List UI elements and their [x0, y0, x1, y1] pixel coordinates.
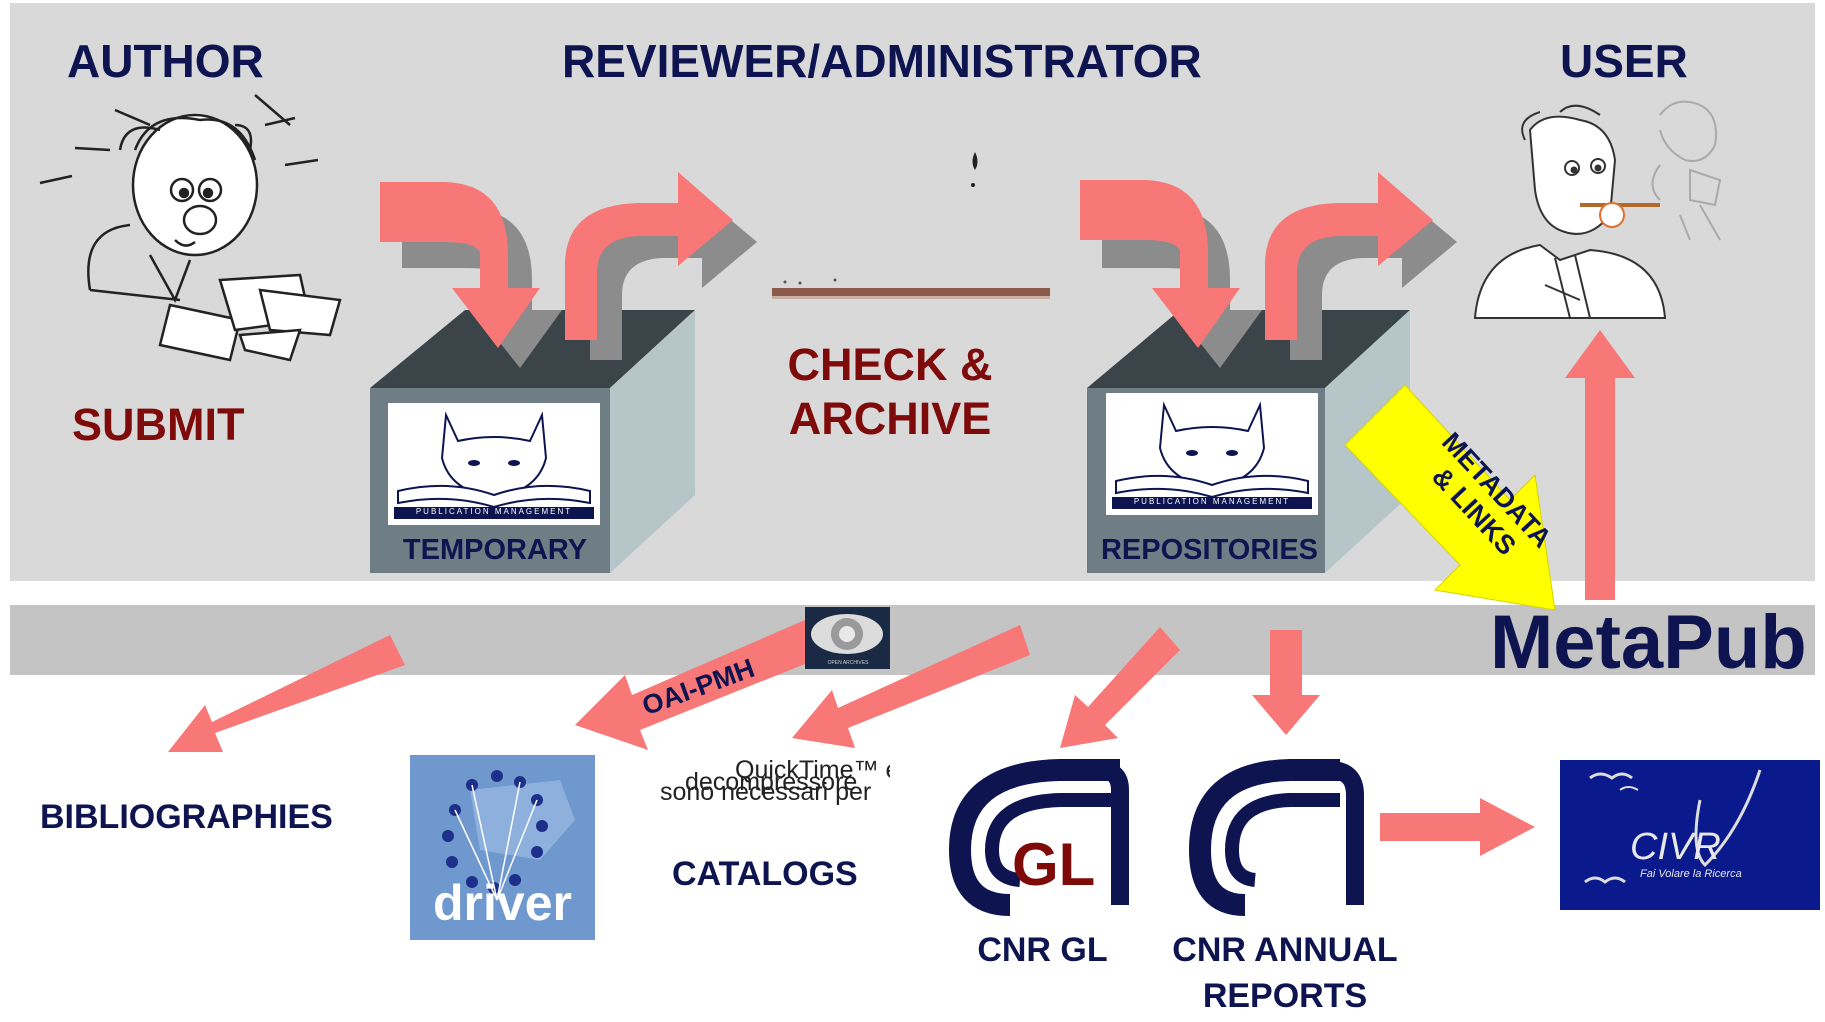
cnr-annual-label: CNR ANNUAL REPORTS: [1150, 928, 1420, 1020]
user-illustration: [1473, 100, 1722, 319]
to-bibliographies-arrow: [168, 635, 405, 752]
check-archive-line2: ARCHIVE: [788, 393, 992, 444]
to-civr-arrow: [1380, 798, 1535, 856]
author-title: AUTHOR: [67, 35, 264, 87]
user-title: USER: [1560, 35, 1688, 87]
oai-pmh-arrow: [575, 620, 815, 750]
to-cnr-annual-arrow: [1252, 630, 1320, 735]
metapub-brand: MetaPub: [1490, 600, 1807, 685]
cnr-annual-line1: CNR ANNUAL: [1172, 931, 1398, 969]
open-archives-logo: [805, 607, 890, 669]
metadata-links-arrow: [1344, 384, 1556, 611]
metapub-band: [10, 605, 1815, 675]
submit-label: SUBMIT: [72, 399, 245, 450]
quicktime-line1: QuickTime™ e un: [735, 758, 890, 784]
cnr-gl-label: CNR GL: [977, 931, 1108, 969]
author-illustration: [39, 94, 342, 362]
temporary-logo-text: PUBLICATION MANAGEMENT: [415, 507, 573, 516]
cnr-annual-logo: [1188, 759, 1364, 916]
reviewer-illustration: [772, 152, 1050, 299]
submit-arrow: [380, 182, 562, 368]
civr-logo-text: CIVR: [1630, 826, 1721, 868]
cat-book-icon: [1112, 401, 1312, 509]
to-user-arrow: [1265, 172, 1457, 360]
repositories-logo-text: PUBLICATION MANAGEMENT: [1133, 497, 1291, 506]
reviewer-title: REVIEWER/ADMINISTRATOR: [562, 35, 1202, 87]
check-archive-label: CHECK & ARCHIVE: [760, 338, 1020, 446]
quicktime-line3: sono necessari per: [660, 778, 872, 806]
to-reviewer-arrow: [565, 172, 757, 360]
cnr-annual-line2: REPORTS: [1202, 976, 1368, 1015]
quicktime-line2: decompressore: [685, 768, 858, 796]
check-archive-line1: CHECK &: [787, 339, 993, 390]
open-archives-text: OPEN ARCHIVES: [827, 660, 869, 666]
temporary-logo: PUBLICATION MANAGEMENT: [388, 403, 600, 525]
cnr-gl-logo-text: GL: [1012, 831, 1096, 898]
to-catalogs-arrow: [792, 625, 1030, 748]
archive-arrow: [1080, 180, 1262, 368]
cnr-gl-logo: [948, 759, 1129, 916]
driver-logo: [410, 755, 595, 940]
civr-logo: [1560, 760, 1820, 910]
temporary-label: TEMPORARY: [402, 534, 588, 566]
civr-tagline: Fai Volare la Ricerca: [1640, 868, 1742, 880]
catalogs-label: CATALOGS: [672, 855, 858, 893]
repositories-label: REPOSITORIES: [1100, 534, 1319, 566]
to-cnr-gl-arrow: [1060, 627, 1180, 748]
driver-logo-text: driver: [433, 875, 572, 931]
up-to-user-arrow: [1565, 330, 1635, 600]
quicktime-placeholder: QuickTime™ e un decompressore sono neces…: [660, 758, 890, 808]
cat-book-icon: [394, 411, 594, 519]
bibliographies-label: BIBLIOGRAPHIES: [40, 798, 333, 836]
repositories-logo: PUBLICATION MANAGEMENT: [1106, 393, 1318, 515]
